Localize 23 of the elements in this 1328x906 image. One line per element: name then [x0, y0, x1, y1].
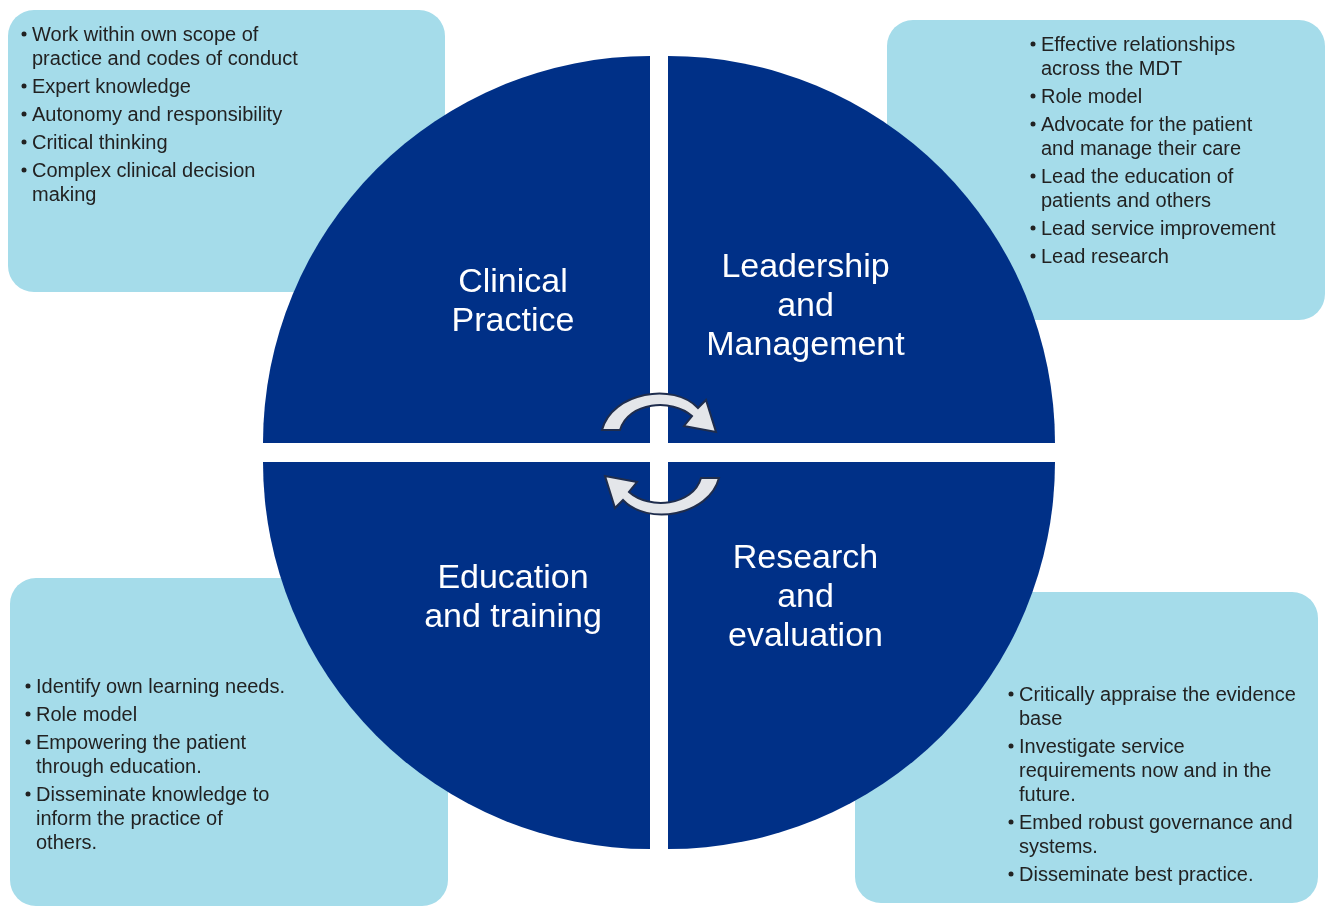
quadrant-title: Clinical Practice	[450, 261, 576, 339]
bullet-text: Expert knowledge	[32, 75, 191, 97]
bullet-text: Lead research	[1041, 245, 1169, 267]
quadrant-title: Leadership and Management	[705, 246, 906, 363]
bullet-text: Work within own scope of practice and codes of conduct	[32, 23, 298, 69]
bullet-text: Advocate for the patient and manage their care	[1041, 113, 1253, 159]
bullet-text: Autonomy and responsibility	[32, 103, 283, 125]
bullet-text: Disseminate knowledge to inform the practice of others.	[36, 783, 270, 853]
bullet-text: Critically appraise the evidence base	[1019, 683, 1296, 729]
bullet-text: Role model	[36, 703, 138, 725]
quadrant-title: Education and training	[423, 557, 603, 635]
bullet-text: Embed robust governance and systems.	[1019, 811, 1293, 857]
bullet-text: Disseminate best practice.	[1019, 863, 1254, 885]
bullet-text: Lead service improvement	[1041, 217, 1276, 239]
bullet-text: Effective relationships across the MDT	[1041, 33, 1236, 79]
bullet-text: Empowering the patient through education.	[36, 731, 247, 777]
quadrant-title: Research and evaluation	[727, 537, 884, 654]
bullet-text: Lead the education of patients and others	[1041, 165, 1234, 211]
bullet-text: Complex clinical decision making	[32, 159, 256, 205]
bullet-text: Role model	[1041, 85, 1143, 107]
bullet-text: Investigate service requirements now and in the future.	[1019, 735, 1272, 805]
bullet-text: Identify own learning needs.	[36, 675, 286, 697]
bullet-text: Critical thinking	[32, 131, 168, 153]
